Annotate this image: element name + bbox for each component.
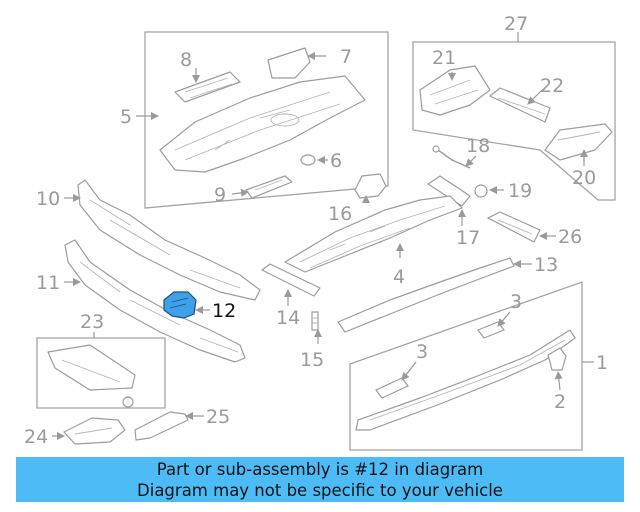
callout-21: 21 bbox=[432, 47, 456, 69]
part-7-bracket bbox=[267, 47, 311, 79]
part-13-side-member bbox=[337, 257, 515, 333]
part-14-bracket bbox=[261, 263, 321, 297]
part-5-front-floor-pan bbox=[159, 75, 366, 173]
callout-23: 23 bbox=[80, 311, 104, 333]
callout-16: 16 bbox=[328, 203, 352, 225]
part-9-reinforcement bbox=[245, 175, 293, 199]
part-21-member bbox=[419, 65, 491, 116]
callout-12: 12 bbox=[212, 300, 236, 322]
callout-17: 17 bbox=[456, 227, 480, 249]
part-15-bolt bbox=[311, 311, 319, 331]
group-box-23 bbox=[36, 337, 166, 409]
callout-5: 5 bbox=[120, 106, 132, 128]
callout-24: 24 bbox=[24, 426, 48, 448]
callout-15: 15 bbox=[300, 349, 324, 371]
part-1-rocker-panel bbox=[355, 329, 576, 431]
callout-19: 19 bbox=[508, 180, 532, 202]
group-box-1 bbox=[349, 281, 583, 451]
callout-18: 18 bbox=[466, 135, 490, 157]
part-26-bracket bbox=[487, 211, 541, 243]
part-23-undercover bbox=[47, 344, 136, 408]
callout-26: 26 bbox=[558, 226, 582, 248]
banner-line-2: Diagram may not be specific to your vehi… bbox=[137, 481, 503, 500]
part-8-panel bbox=[174, 71, 241, 103]
callout-6: 6 bbox=[330, 150, 342, 172]
callout-13: 13 bbox=[534, 254, 558, 276]
callout-1: 1 bbox=[596, 352, 608, 374]
part-22-member bbox=[489, 87, 551, 123]
group-box-27 bbox=[412, 41, 616, 201]
part-25-bracket bbox=[134, 411, 189, 441]
callout-20: 20 bbox=[572, 167, 596, 189]
part-20-bracket bbox=[544, 123, 613, 161]
part-6-plug bbox=[300, 154, 316, 166]
part-2-clip bbox=[547, 347, 567, 371]
part-12-highlighted bbox=[163, 291, 197, 319]
callout-22: 22 bbox=[540, 75, 564, 97]
callout-7: 7 bbox=[340, 46, 352, 68]
group-box-5 bbox=[144, 31, 389, 209]
part-11-side-member bbox=[64, 239, 246, 363]
callout-11: 11 bbox=[36, 272, 60, 294]
part-4-rear-floor bbox=[284, 195, 463, 273]
info-banner: Part or sub-assembly is #12 in diagram D… bbox=[16, 457, 624, 502]
part-24-cover bbox=[63, 417, 126, 445]
callout-25: 25 bbox=[206, 406, 230, 428]
callout-3-upper: 3 bbox=[510, 291, 522, 313]
callout-3-lower: 3 bbox=[416, 341, 428, 363]
callout-4: 4 bbox=[393, 266, 405, 288]
banner-line-1: Part or sub-assembly is #12 in diagram bbox=[156, 460, 484, 479]
part-16-bracket bbox=[354, 173, 387, 199]
part-19-grommet bbox=[474, 184, 488, 198]
part-10-side-member bbox=[77, 179, 261, 301]
leader-lines bbox=[52, 32, 594, 440]
callout-27: 27 bbox=[504, 13, 528, 35]
callout-2: 2 bbox=[554, 391, 566, 413]
part-3-bracket-lower bbox=[375, 377, 409, 399]
part-18-harness bbox=[432, 145, 471, 169]
callout-8: 8 bbox=[180, 49, 192, 71]
callout-9: 9 bbox=[214, 184, 226, 206]
callout-14: 14 bbox=[276, 307, 300, 329]
callout-10: 10 bbox=[36, 188, 60, 210]
